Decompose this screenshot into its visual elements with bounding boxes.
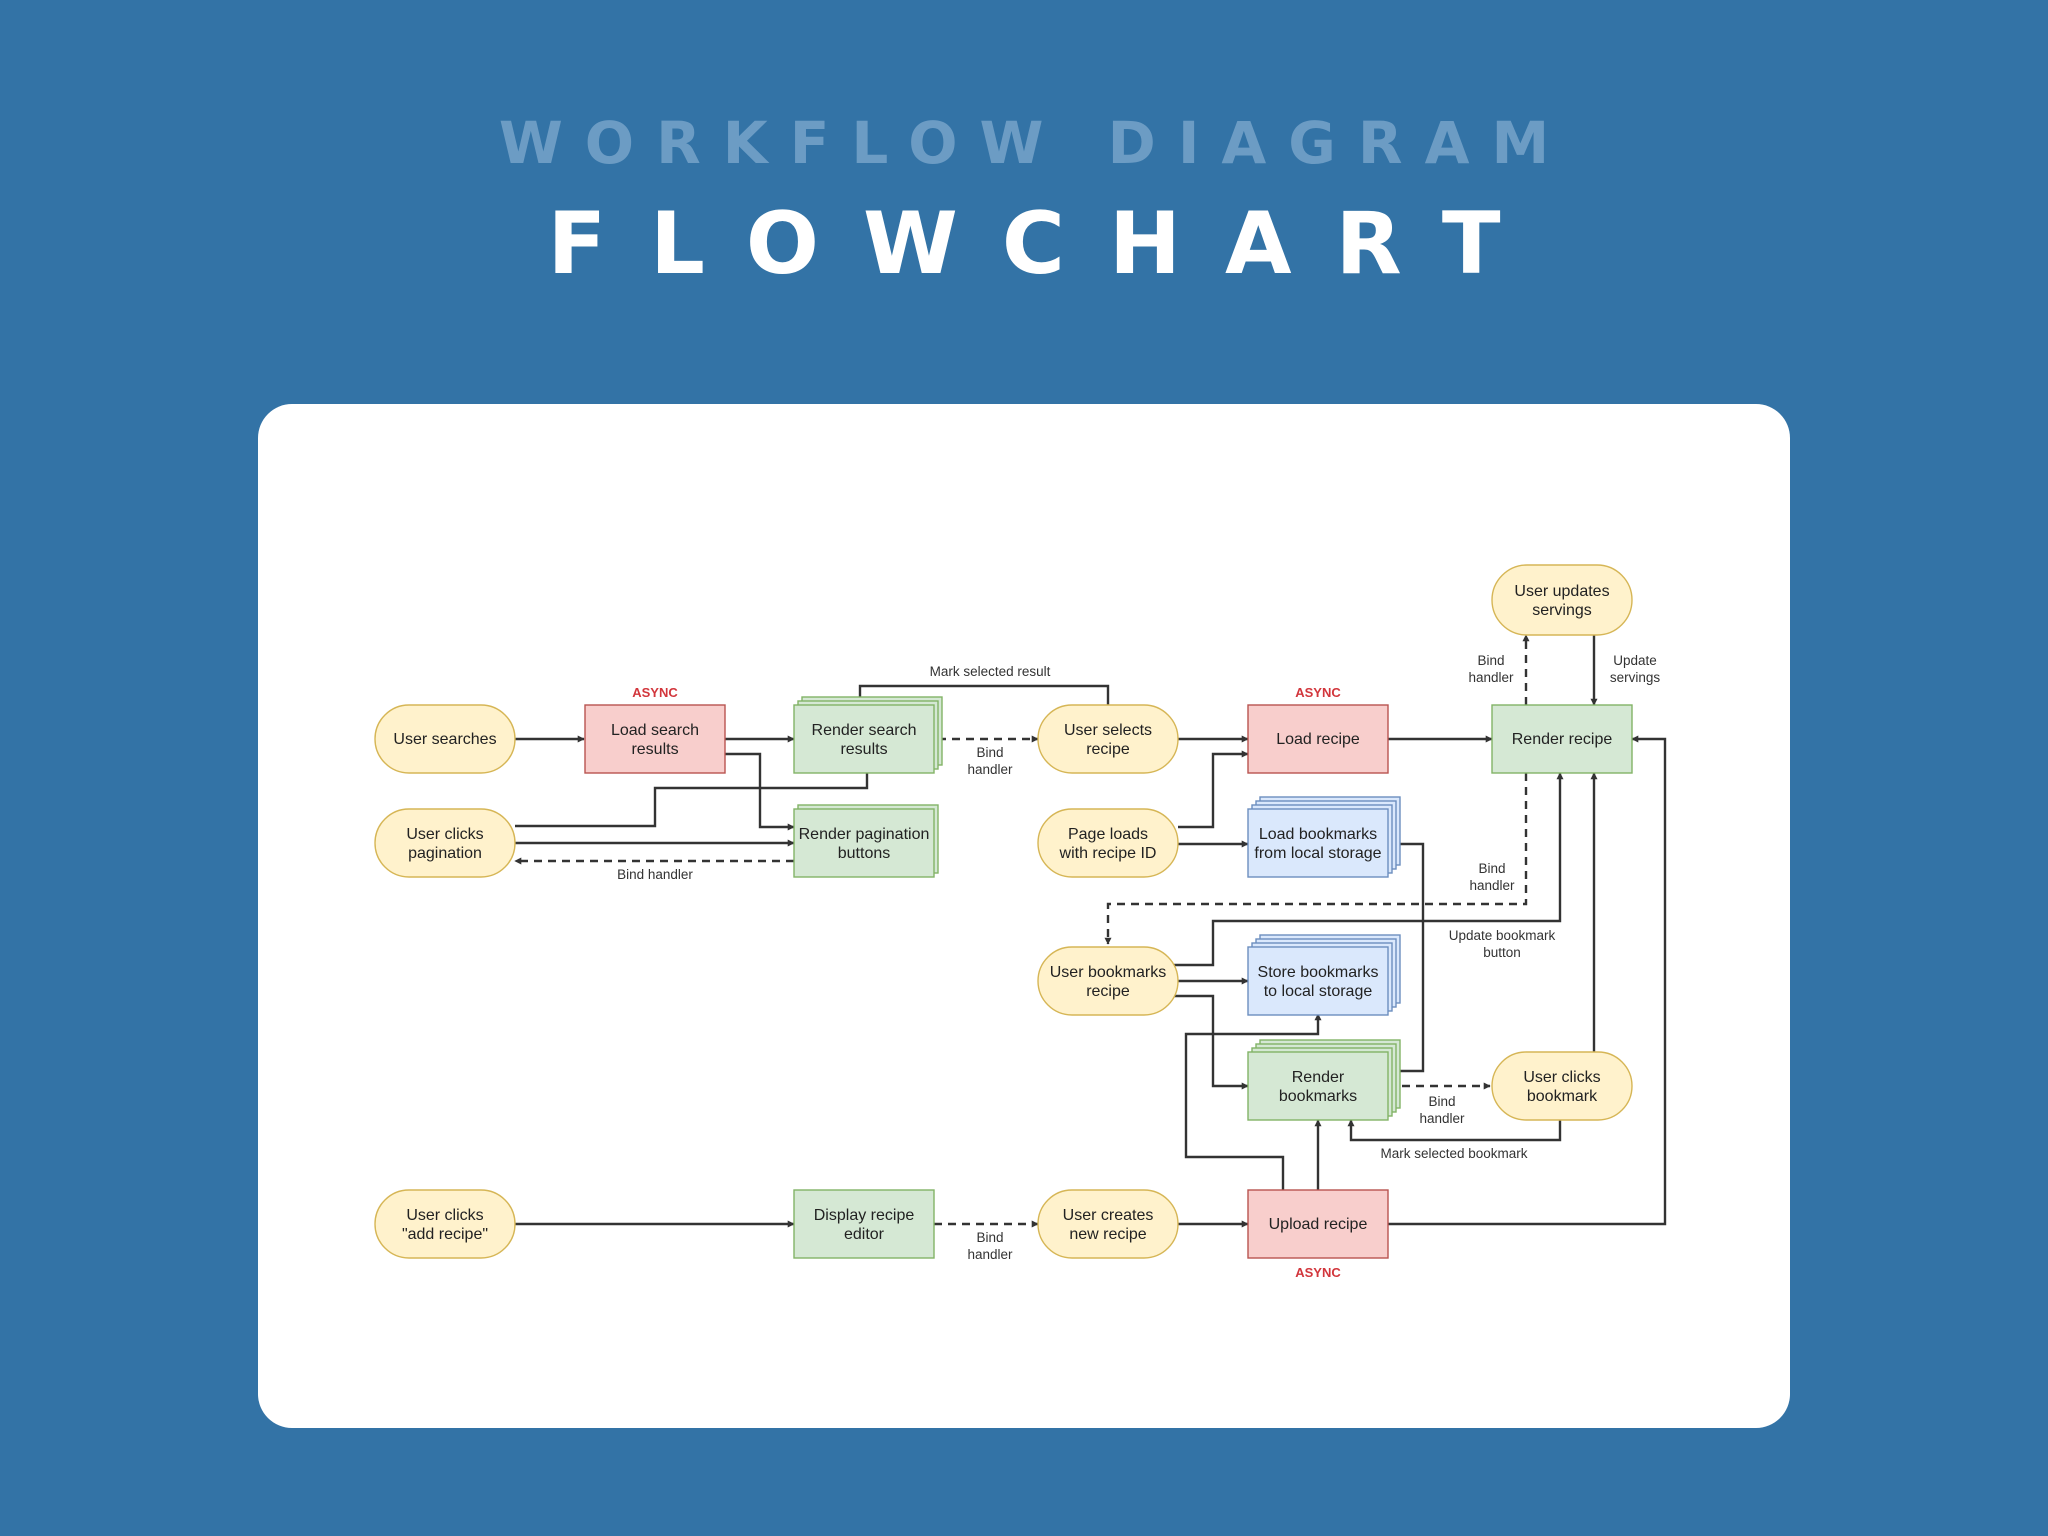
page-subtitle: WORKFLOW DIAGRAM xyxy=(498,109,1572,177)
node-user-searches[interactable]: User searches xyxy=(374,704,516,774)
edge-bookmark-to-update-button xyxy=(1173,772,1564,967)
node-store-bookmarks[interactable]: Store bookmarks to local storage xyxy=(1247,934,1401,1016)
edge-label-bind-handler: Bind xyxy=(976,1230,1003,1245)
node-label-line: recipe xyxy=(1086,741,1130,758)
node-render-recipe[interactable]: Render recipe xyxy=(1491,704,1633,774)
edge-load-to-render-pagination xyxy=(725,752,795,831)
edge-label-bind-handler: Bind xyxy=(976,745,1003,760)
node-user-bookmarks-recipe[interactable]: User bookmarks recipe xyxy=(1037,946,1179,1016)
node-label-line: "add recipe" xyxy=(402,1226,488,1243)
edge-label-update-servings: servings xyxy=(1610,670,1661,685)
node-label-line: results xyxy=(631,741,678,758)
node-label-line: Store bookmarks xyxy=(1258,964,1379,981)
node-label-line: User clicks xyxy=(406,1207,483,1224)
node-label-line: Load recipe xyxy=(1276,731,1360,748)
node-label-line: User creates xyxy=(1063,1207,1154,1224)
async-tag: ASYNC xyxy=(1295,1265,1341,1280)
edge-label-update-bookmark-button: Update bookmark xyxy=(1449,928,1556,943)
edge-upload-to-store xyxy=(1184,1013,1322,1190)
edge-bookmark-to-render-bookmarks xyxy=(1173,994,1249,1090)
edge-bind-handler-bookmark xyxy=(1104,773,1528,945)
node-page-loads-with-recipe-id[interactable]: Page loads with recipe ID xyxy=(1037,808,1179,878)
node-label-line: editor xyxy=(844,1226,885,1243)
edge-label-bind-handler: handler xyxy=(1469,878,1515,893)
async-tag: ASYNC xyxy=(1295,685,1341,700)
node-label-line: User bookmarks xyxy=(1050,964,1166,981)
edge-label-bind-handler: Bind handler xyxy=(617,867,693,882)
edge-label-mark-selected-result: Mark selected result xyxy=(930,664,1051,679)
edge-pageload-to-load-recipe xyxy=(1178,750,1249,829)
node-label-line: results xyxy=(840,741,887,758)
node-label-line: Load bookmarks xyxy=(1259,826,1377,843)
edge-load-bookmarks-to-render-bookmarks xyxy=(1387,842,1425,1075)
edge-label-bind-handler: Bind xyxy=(1428,1094,1455,1109)
edge-labels: Mark selected result Bind handler Bind h… xyxy=(617,653,1660,1262)
edge-upload-to-render-recipe xyxy=(1388,735,1667,1226)
edge-pagination-to-render-results xyxy=(515,766,871,828)
node-load-search-results[interactable]: ASYNC Load search results xyxy=(584,685,726,774)
node-label-line: Render pagination xyxy=(799,826,930,843)
node-label-line: Display recipe xyxy=(814,1207,915,1224)
node-label-line: Render search xyxy=(812,722,917,739)
node-load-recipe[interactable]: ASYNC Load recipe xyxy=(1247,685,1389,774)
node-load-bookmarks[interactable]: Load bookmarks from local storage xyxy=(1247,796,1401,878)
node-label-line: User updates xyxy=(1514,583,1609,600)
nodes: User searches ASYNC Load search results … xyxy=(374,564,1633,1280)
node-label-line: User searches xyxy=(393,731,496,748)
node-label-line: servings xyxy=(1532,602,1592,619)
edge-label-bind-handler: handler xyxy=(967,762,1013,777)
edge-label-bind-handler: handler xyxy=(1468,670,1514,685)
node-user-updates-servings[interactable]: User updates servings xyxy=(1491,564,1633,636)
page-title: FLOWCHART xyxy=(547,194,1545,294)
node-label-line: User clicks xyxy=(406,826,483,843)
node-label-line: to local storage xyxy=(1264,983,1373,1000)
async-tag: ASYNC xyxy=(632,685,678,700)
node-label-line: recipe xyxy=(1086,983,1130,1000)
edge-label-bind-handler: Bind xyxy=(1478,861,1505,876)
node-user-creates-new-recipe[interactable]: User creates new recipe xyxy=(1037,1189,1179,1259)
node-label-line: bookmarks xyxy=(1279,1088,1357,1105)
node-user-clicks-add-recipe[interactable]: User clicks "add recipe" xyxy=(374,1189,516,1259)
node-render-pagination-buttons[interactable]: Render pagination buttons xyxy=(793,804,939,878)
edge-label-mark-selected-bookmark: Mark selected bookmark xyxy=(1380,1146,1527,1161)
node-label-line: buttons xyxy=(838,845,890,862)
node-label-line: bookmark xyxy=(1527,1088,1598,1105)
node-label-line: Page loads xyxy=(1068,826,1148,843)
node-display-recipe-editor[interactable]: Display recipe editor xyxy=(793,1189,935,1259)
node-label-line: Upload recipe xyxy=(1269,1216,1368,1233)
edge-mark-selected-result xyxy=(856,684,1110,716)
node-label-line: User selects xyxy=(1064,722,1152,739)
edges xyxy=(514,634,1667,1228)
edge-label-bind-handler: Bind xyxy=(1477,653,1504,668)
diagram-card: User searches ASYNC Load search results … xyxy=(258,404,1790,1428)
flowchart-canvas: User searches ASYNC Load search results … xyxy=(374,564,1667,1280)
node-user-selects-recipe[interactable]: User selects recipe xyxy=(1037,704,1179,774)
edge-label-update-bookmark-button: button xyxy=(1483,945,1521,960)
node-label-line: Load search xyxy=(611,722,699,739)
node-render-bookmarks[interactable]: Render bookmarks xyxy=(1247,1039,1401,1121)
node-label-line: with recipe ID xyxy=(1059,845,1157,862)
node-label-line: User clicks xyxy=(1523,1069,1600,1086)
node-label-line: pagination xyxy=(408,845,482,862)
edge-label-update-servings: Update xyxy=(1613,653,1657,668)
node-label-line: Render recipe xyxy=(1512,731,1613,748)
node-render-search-results[interactable]: Render search results xyxy=(793,696,943,774)
edge-label-bind-handler: handler xyxy=(967,1247,1013,1262)
node-label-line: Render xyxy=(1292,1069,1345,1086)
edge-mark-selected-bookmark xyxy=(1347,1119,1562,1142)
node-upload-recipe[interactable]: Upload recipe ASYNC xyxy=(1247,1189,1389,1280)
node-label-line: from local storage xyxy=(1254,845,1381,862)
node-user-clicks-pagination[interactable]: User clicks pagination xyxy=(374,808,516,878)
edge-label-bind-handler: handler xyxy=(1419,1111,1465,1126)
node-label-line: new recipe xyxy=(1069,1226,1146,1243)
node-user-clicks-bookmark[interactable]: User clicks bookmark xyxy=(1491,1051,1633,1121)
